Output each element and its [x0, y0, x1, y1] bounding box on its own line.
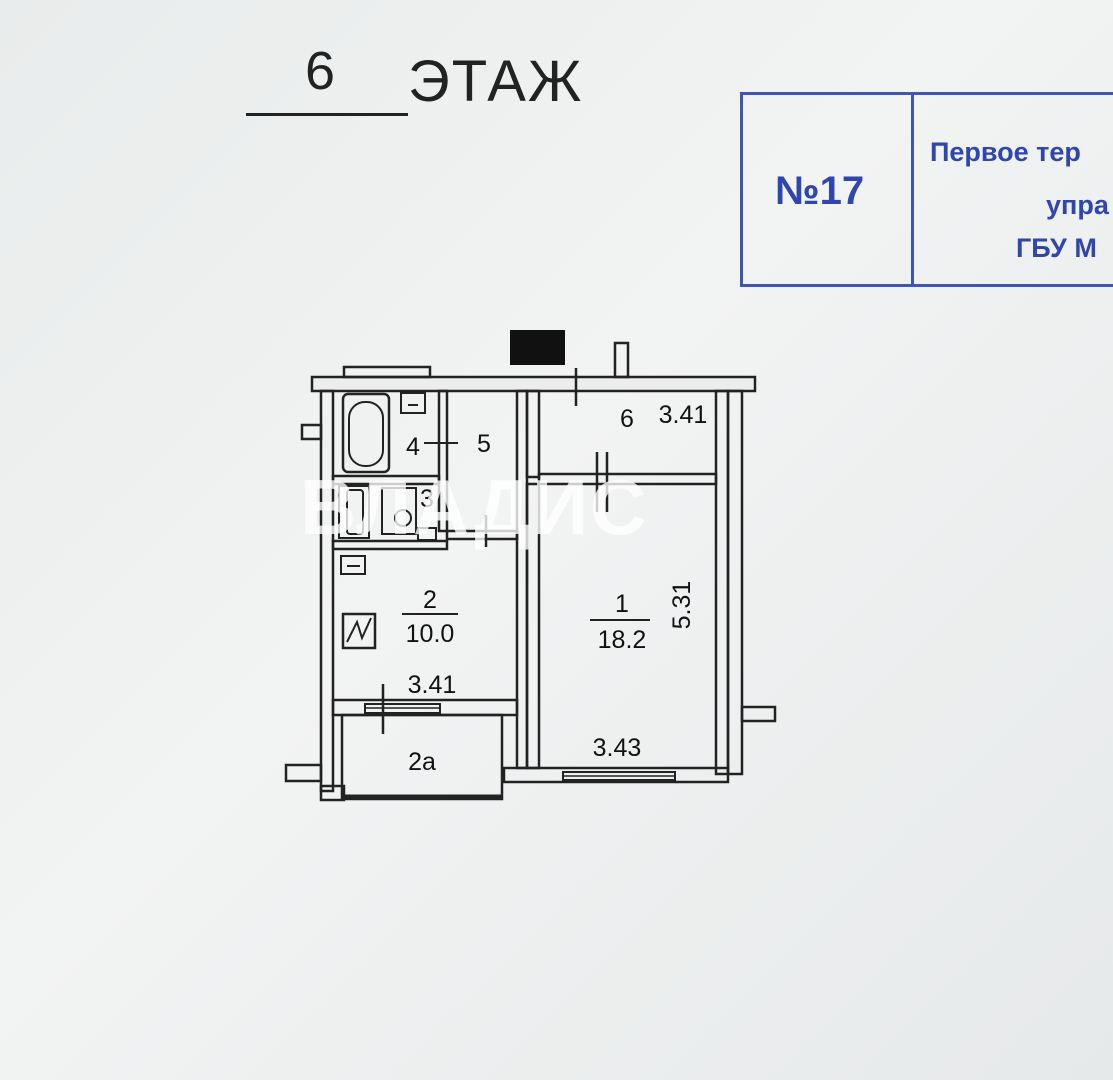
vent-shaft — [342, 365, 432, 379]
room-1-length: 5.31 — [668, 581, 696, 630]
room-1-width: 3.43 — [593, 734, 642, 762]
partition-hall — [445, 529, 519, 541]
left-wall-stub-upper — [300, 423, 323, 441]
partition-corridor-room1 — [515, 389, 529, 770]
partition-bath — [437, 389, 449, 533]
bottom-wall-left — [319, 784, 346, 802]
room-5-label: 5 — [477, 430, 491, 458]
pipe — [613, 341, 630, 379]
room-4-label: 4 — [406, 433, 420, 461]
redaction-mark — [510, 330, 565, 365]
partition-wc-hall — [331, 539, 449, 551]
wc-sink-icon — [417, 527, 437, 541]
room-2-dimension: 3.41 — [408, 671, 457, 699]
bathtub-icon — [341, 392, 391, 474]
stamp-text-line-1: Первое тер — [930, 137, 1081, 167]
room-1-area: 18.2 — [598, 626, 647, 654]
stamp-number: №17 — [775, 169, 865, 213]
balcony-label: 2а — [408, 748, 436, 776]
right-exterior-wall — [714, 389, 730, 776]
floor-label: ЭТАЖ — [408, 49, 584, 114]
partition-room6-room1 — [537, 472, 718, 486]
room-3-label: 3 — [420, 485, 434, 513]
floor-number: 6 — [305, 41, 336, 101]
room-6-dimension: 3.41 — [659, 401, 708, 429]
room-2-area: 10.0 — [406, 620, 455, 648]
stamp-text-line-3: ГБУ М — [1016, 233, 1097, 263]
bti-stamp: №17 Первое тер упра ГБУ М — [740, 92, 1113, 287]
partition-balcony — [331, 698, 519, 717]
toilet-icon — [381, 487, 417, 535]
heater-icon — [341, 612, 377, 650]
shower-tray-icon — [338, 485, 370, 539]
left-exterior-wall — [319, 389, 335, 793]
top-exterior-wall — [310, 375, 757, 393]
partition-room6-left — [525, 389, 541, 479]
left-wall-stub-lower — [284, 763, 323, 783]
bottom-wall-room1 — [502, 766, 730, 784]
bathtub-basin — [348, 401, 384, 467]
right-wall-outer — [726, 389, 744, 776]
sink-icon — [400, 392, 426, 414]
partition-room1-left — [525, 482, 541, 770]
agency-watermark: ВЛАДИС — [300, 463, 649, 551]
stamp-divider — [911, 95, 914, 284]
room-6-label: 6 — [620, 405, 634, 433]
right-wall-stub — [740, 705, 777, 723]
stamp-text-line-2: упра — [1046, 190, 1109, 220]
floor-number-underline — [246, 113, 408, 116]
room-1-label: 1 — [615, 590, 629, 618]
hall-fixture-icon — [340, 555, 366, 575]
room-2-label: 2 — [423, 586, 437, 614]
partition-bath-wc — [331, 474, 441, 486]
